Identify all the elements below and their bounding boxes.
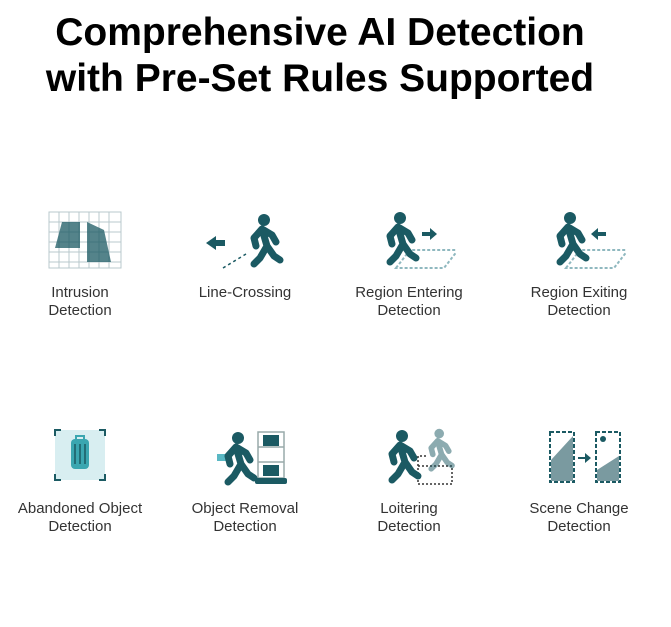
scene-change-icon (549, 431, 621, 483)
line-crossing-icon (206, 210, 292, 269)
title-line-2: with Pre-Set Rules Supported (45, 57, 595, 100)
region-entering-icon (362, 210, 456, 269)
intrusion-icon (48, 211, 122, 269)
feature-label: Line-Crossing (198, 284, 292, 301)
abandoned-object-icon (54, 429, 106, 481)
feature-line-crossing: Line-Crossing (160, 210, 330, 302)
region-exiting-icon (532, 210, 626, 269)
object-removal-icon (217, 426, 287, 486)
title-line-1: Comprehensive AI Detection (55, 11, 585, 54)
loitering-icon (362, 426, 456, 485)
